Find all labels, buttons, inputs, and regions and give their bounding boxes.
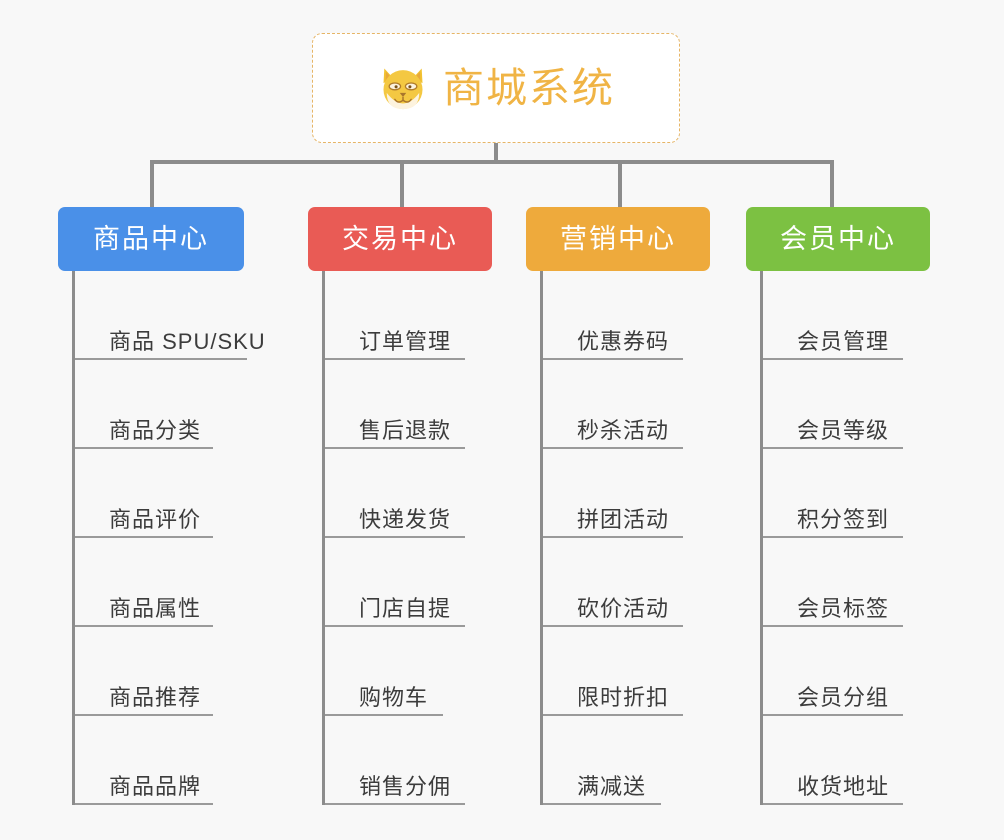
connector-drop-marketing-center — [618, 160, 622, 209]
category-label: 会员中心 — [780, 223, 896, 254]
root-node-title: 商城系统 — [443, 64, 615, 111]
connector-drop-product-center — [150, 160, 154, 209]
leaf-item[interactable]: 收货地址 — [763, 716, 903, 805]
leaf-label: 收货地址 — [797, 773, 890, 799]
leaf-label: 订单管理 — [359, 328, 452, 354]
leaf-item[interactable]: 商品 SPU/SKU — [75, 271, 265, 360]
leaf-label: 会员分组 — [797, 684, 890, 710]
branch-member-center: 会员中心 会员管理 会员等级 积分签到 会员标签 会员分组 收货地址 — [746, 207, 976, 805]
leaf-item[interactable]: 砍价活动 — [543, 538, 683, 627]
leaf-item[interactable]: 会员分组 — [763, 627, 903, 716]
leaf-item[interactable]: 积分签到 — [763, 449, 903, 538]
leaf-label: 购物车 — [359, 684, 429, 710]
leaf-item[interactable]: 商品推荐 — [75, 627, 213, 716]
category-label: 商品中心 — [93, 223, 209, 254]
leaf-label: 优惠券码 — [577, 328, 670, 354]
leaf-label: 门店自提 — [359, 595, 452, 621]
leaf-list-product-center: 商品 SPU/SKU 商品分类 商品评价 商品属性 商品推荐 商品品牌 — [72, 271, 308, 805]
leaf-item[interactable]: 售后退款 — [325, 360, 465, 449]
leaf-item[interactable]: 商品评价 — [75, 449, 213, 538]
leaf-label: 商品评价 — [109, 506, 202, 532]
leaf-label: 快递发货 — [359, 506, 452, 532]
category-header-member-center[interactable]: 会员中心 — [746, 207, 930, 271]
leaf-item[interactable]: 快递发货 — [325, 449, 465, 538]
leaf-label: 会员标签 — [797, 595, 890, 621]
leaf-item[interactable]: 商品品牌 — [75, 716, 213, 805]
connector-drop-trade-center — [400, 160, 404, 209]
category-label: 交易中心 — [342, 223, 458, 254]
leaf-item[interactable]: 会员等级 — [763, 360, 903, 449]
leaf-item[interactable]: 会员标签 — [763, 538, 903, 627]
leaf-label: 秒杀活动 — [577, 417, 670, 443]
connector-horizontal-bus — [150, 160, 834, 164]
leaf-list-member-center: 会员管理 会员等级 积分签到 会员标签 会员分组 收货地址 — [760, 271, 976, 805]
branch-marketing-center: 营销中心 优惠券码 秒杀活动 拼团活动 砍价活动 限时折扣 满减送 — [526, 207, 756, 805]
leaf-item[interactable]: 拼团活动 — [543, 449, 683, 538]
leaf-label: 商品推荐 — [109, 684, 202, 710]
category-header-product-center[interactable]: 商品中心 — [58, 207, 244, 271]
leaf-label: 会员等级 — [797, 417, 890, 443]
category-header-trade-center[interactable]: 交易中心 — [308, 207, 492, 271]
connector-drop-member-center — [830, 160, 834, 209]
leaf-item[interactable]: 商品属性 — [75, 538, 213, 627]
leaf-label: 拼团活动 — [577, 506, 670, 532]
leaf-item[interactable]: 秒杀活动 — [543, 360, 683, 449]
category-label: 营销中心 — [560, 223, 676, 254]
category-header-marketing-center[interactable]: 营销中心 — [526, 207, 710, 271]
leaf-item[interactable]: 购物车 — [325, 627, 443, 716]
leaf-item[interactable]: 限时折扣 — [543, 627, 683, 716]
leaf-label: 销售分佣 — [359, 773, 452, 799]
leaf-label: 积分签到 — [797, 506, 890, 532]
leaf-label: 砍价活动 — [577, 595, 670, 621]
leaf-label: 商品属性 — [109, 595, 202, 621]
leaf-item[interactable]: 销售分佣 — [325, 716, 465, 805]
leaf-label: 限时折扣 — [577, 684, 670, 710]
leaf-label: 商品品牌 — [109, 773, 202, 799]
connector-root-stem — [494, 143, 498, 163]
leaf-label: 售后退款 — [359, 417, 452, 443]
branch-trade-center: 交易中心 订单管理 售后退款 快递发货 门店自提 购物车 销售分佣 — [308, 207, 538, 805]
leaf-item[interactable]: 会员管理 — [763, 271, 903, 360]
root-node-mall-system[interactable]: 商城系统 — [312, 33, 680, 143]
leaf-item[interactable]: 满减送 — [543, 716, 661, 805]
leaf-item[interactable]: 优惠券码 — [543, 271, 683, 360]
leaf-item[interactable]: 订单管理 — [325, 271, 465, 360]
leaf-label: 满减送 — [577, 773, 647, 799]
leaf-item[interactable]: 商品分类 — [75, 360, 213, 449]
leaf-list-trade-center: 订单管理 售后退款 快递发货 门店自提 购物车 销售分佣 — [322, 271, 538, 805]
leaf-label: 商品分类 — [109, 417, 202, 443]
leaf-item[interactable]: 门店自提 — [325, 538, 465, 627]
branch-product-center: 商品中心 商品 SPU/SKU 商品分类 商品评价 商品属性 商品推荐 商品品牌 — [58, 207, 308, 805]
shiba-dog-face-icon — [377, 62, 429, 114]
leaf-list-marketing-center: 优惠券码 秒杀活动 拼团活动 砍价活动 限时折扣 满减送 — [540, 271, 756, 805]
leaf-label: 会员管理 — [797, 328, 890, 354]
leaf-label: 商品 SPU/SKU — [109, 328, 266, 354]
